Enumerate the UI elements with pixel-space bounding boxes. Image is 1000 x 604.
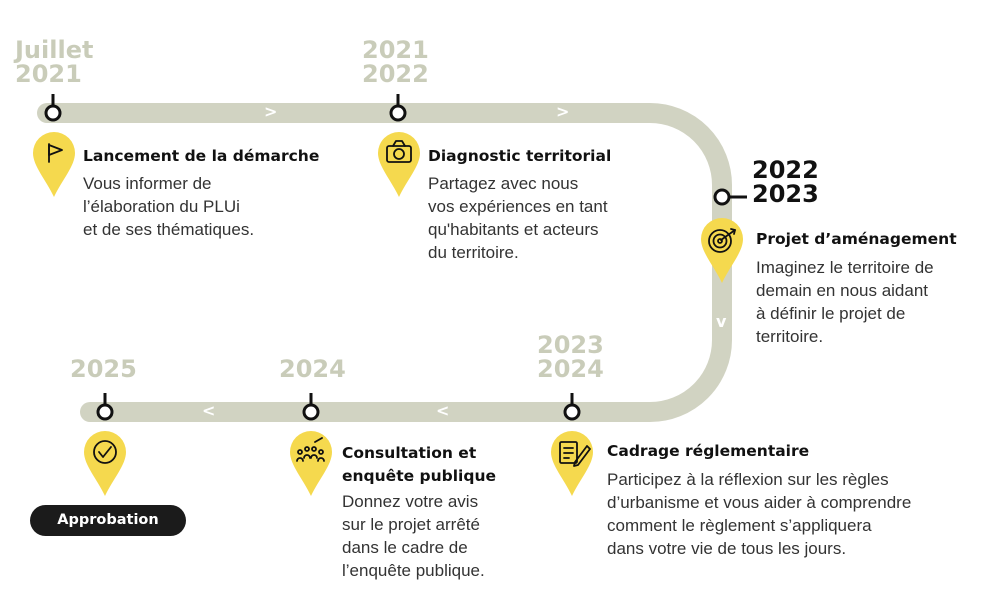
step-desc-3: Imaginez le territoire de demain en nous… <box>756 258 934 346</box>
step-title-6-badge: Approbation <box>30 505 186 536</box>
flow-arrow-5: < <box>436 401 450 420</box>
pin-2 <box>378 132 420 197</box>
milestone-node-1 <box>44 104 62 122</box>
flow-arrow-4: < <box>202 401 216 420</box>
audience-icon <box>296 437 325 462</box>
milestone-node-6 <box>96 403 114 421</box>
step-year-1: Juillet 2021 <box>15 36 94 88</box>
step-title-2: Diagnostic territorial <box>428 147 612 165</box>
pin-5 <box>290 431 332 496</box>
step-desc-1: Vous informer de l’élaboration du PLUi e… <box>83 174 255 239</box>
step-desc-5: Donnez votre avis sur le projet arrêté d… <box>342 492 485 580</box>
step-year-4: 2023 2024 <box>537 331 604 383</box>
milestone-node-3 <box>713 188 731 206</box>
step-desc-4: Participez à la réflexion sur les règles… <box>607 470 912 558</box>
step-year-3: 2022 2023 <box>752 156 819 208</box>
step-title-1: Lancement de la démarche <box>83 147 320 165</box>
document-pen-icon <box>559 441 591 467</box>
milestone-node-5 <box>302 403 320 421</box>
flow-arrow-2: > <box>556 102 570 121</box>
camera-icon <box>386 140 412 163</box>
step-year-5: 2024 <box>279 355 346 383</box>
pin-1 <box>33 131 75 197</box>
step-title-4: Cadrage réglementaire <box>607 442 810 460</box>
milestone-node-4 <box>563 403 581 421</box>
flow-arrow-1: > <box>264 102 278 121</box>
step-title-5: Consultation et enquête publique <box>342 444 497 485</box>
milestone-nodes <box>44 94 747 421</box>
pin-3 <box>701 218 743 283</box>
step-year-6: 2025 <box>70 355 137 383</box>
flag-icon <box>48 143 63 163</box>
target-icon <box>708 228 736 253</box>
check-icon <box>93 440 117 464</box>
milestone-node-2 <box>389 104 407 122</box>
step-title-3: Projet d’aménagement <box>756 230 957 248</box>
step-year-2: 2021 2022 <box>362 36 429 88</box>
flow-arrow-3: v <box>716 312 727 331</box>
step-desc-2: Partagez avec nous vos expériences en ta… <box>428 174 608 262</box>
